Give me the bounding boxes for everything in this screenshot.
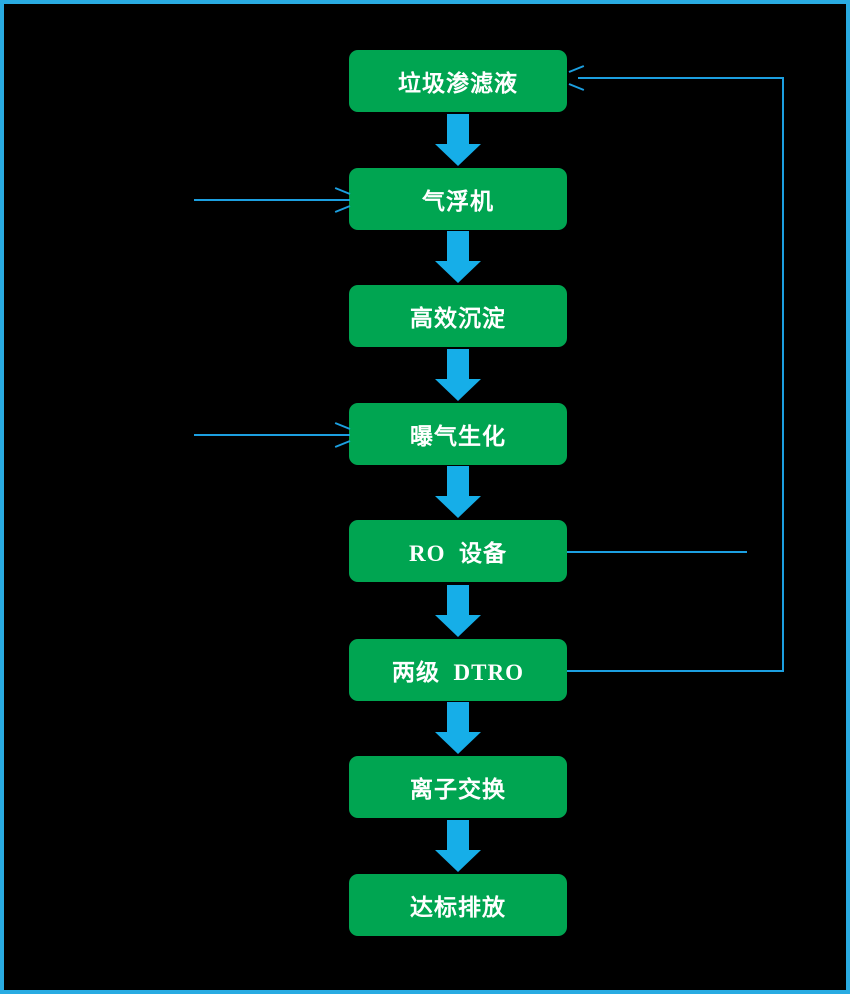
- arrow-head-down-icon: [435, 261, 481, 283]
- flow-arrow-ro-to-dtro: [435, 585, 481, 637]
- feedback-ro-horizontal-out: [567, 551, 747, 553]
- arrow-shaft: [447, 702, 469, 733]
- feedback-dtro-horizontal-in: [578, 77, 784, 79]
- flow-arrow-flotation-to-sedimentation: [435, 231, 481, 283]
- arrow-head-down-icon: [435, 615, 481, 637]
- arrow-shaft: [447, 349, 469, 380]
- arrow-shaft: [447, 231, 469, 262]
- input-arrow-to-aeration: [194, 422, 351, 448]
- arrow-head-down-icon: [435, 496, 481, 518]
- arrow-head-down-icon: [435, 850, 481, 872]
- arrow-line: [194, 434, 350, 436]
- node-ro-equipment[interactable]: RO 设备: [349, 520, 567, 582]
- arrow-shaft: [447, 820, 469, 851]
- flow-arrow-leachate-to-flotation: [435, 114, 481, 166]
- flow-arrow-ion-exchange-to-discharge: [435, 820, 481, 872]
- arrow-shaft: [447, 466, 469, 497]
- arrow-head-left-icon: [568, 65, 585, 73]
- feedback-dtro-vertical: [782, 77, 784, 672]
- arrow-line: [194, 199, 350, 201]
- node-leachate[interactable]: 垃圾渗滤液: [349, 50, 567, 112]
- feedback-ro-join: [745, 551, 747, 553]
- node-ion-exchange[interactable]: 离子交换: [349, 756, 567, 818]
- arrow-head-down-icon: [435, 379, 481, 401]
- node-discharge[interactable]: 达标排放: [349, 874, 567, 936]
- node-dtro[interactable]: 两级 DTRO: [349, 639, 567, 701]
- arrow-shaft: [447, 114, 469, 145]
- flow-arrow-aeration-to-ro: [435, 466, 481, 518]
- arrow-shaft: [447, 585, 469, 616]
- input-arrow-to-flotation: [194, 187, 351, 213]
- arrow-head-down-icon: [435, 144, 481, 166]
- feedback-dtro-horizontal-out: [567, 670, 784, 672]
- node-aeration[interactable]: 曝气生化: [349, 403, 567, 465]
- arrow-head-left-icon: [568, 83, 585, 91]
- node-flotation[interactable]: 气浮机: [349, 168, 567, 230]
- flow-arrow-dtro-to-ion-exchange: [435, 702, 481, 754]
- feedback-arrow-head-left-icon: [568, 65, 589, 91]
- node-sedimentation[interactable]: 高效沉淀: [349, 285, 567, 347]
- arrow-head-down-icon: [435, 732, 481, 754]
- flow-arrow-sedimentation-to-aeration: [435, 349, 481, 401]
